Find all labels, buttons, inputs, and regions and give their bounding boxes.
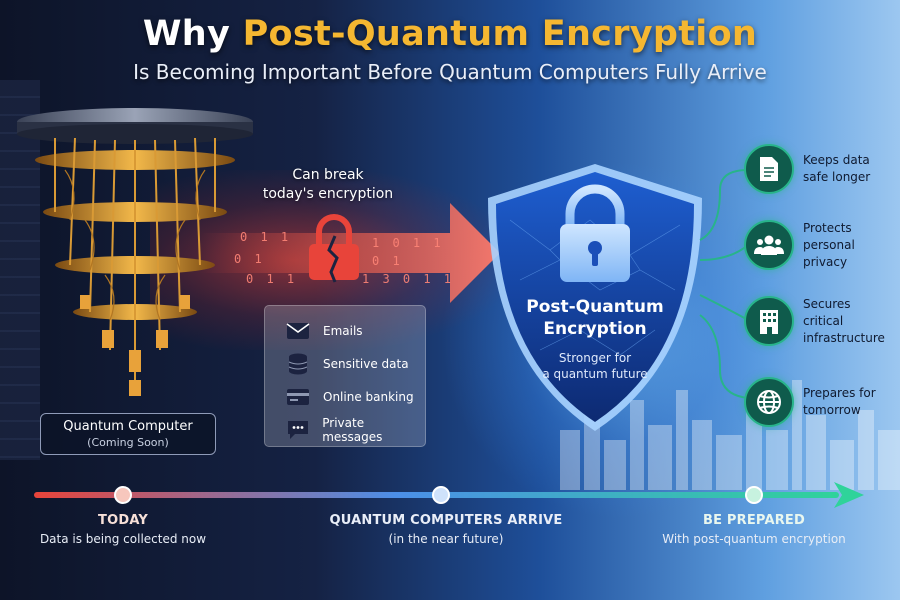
quantum-computer-status: (Coming Soon): [87, 436, 169, 449]
benefit-text: Prepares for tomorrow: [803, 385, 876, 419]
page-title: Why Post-Quantum Encryption: [0, 14, 900, 54]
database-icon: [285, 353, 311, 375]
binary-row: 0 1: [234, 252, 265, 266]
quantum-computer-title: Quantum Computer: [63, 419, 193, 434]
benefit-line2: personal privacy: [803, 237, 855, 269]
benefit-item: Protects personal privacy: [744, 216, 894, 274]
page-subtitle: Is Becoming Important Before Quantum Com…: [133, 60, 767, 84]
envelope-icon: [285, 320, 311, 342]
benefit-text: Secures critical infrastructure: [803, 296, 894, 347]
benefit-item: Prepares for tomorrow: [744, 373, 894, 431]
credit-card-icon: [285, 386, 311, 408]
title-accent: Post-Quantum Encryption: [242, 14, 758, 54]
list-item-label: Emails: [323, 323, 363, 338]
quantum-computer-label: Quantum Computer (Coming Soon): [40, 413, 216, 455]
shield-subtitle: Stronger for a quantum future: [480, 350, 710, 382]
globe-icon: [744, 377, 794, 427]
threat-text: Can break today's encryption: [258, 166, 398, 204]
benefit-text: Protects personal privacy: [803, 220, 894, 271]
chat-bubble-icon: [285, 419, 310, 441]
benefit-line1: Secures critical: [803, 296, 851, 328]
shield-title-line1: Post-Quantum: [526, 297, 664, 317]
list-item: Emails: [265, 314, 425, 347]
benefit-text: Keeps data safe longer: [803, 152, 870, 186]
document-icon: [744, 144, 794, 194]
shield-sub-line1: Stronger for: [558, 351, 632, 365]
binary-row: 0 1: [372, 254, 403, 268]
benefit-line1: Protects: [803, 220, 852, 235]
timeline-sub-arrive: (in the near future): [388, 532, 504, 546]
shield-sub-line2: a quantum future: [542, 367, 648, 381]
benefit-item: Keeps data safe longer: [744, 140, 894, 198]
benefit-line2: safe longer: [803, 170, 871, 184]
threat-text-line2: today's encryption: [262, 186, 394, 202]
benefit-line1: Prepares for: [803, 386, 876, 400]
people-icon: [744, 220, 794, 270]
title-part1: Why: [142, 14, 243, 54]
timeline-sub-prepared: With post-quantum encryption: [662, 532, 846, 546]
timeline-label-today: TODAY: [98, 513, 148, 528]
city-skyline: [560, 380, 900, 490]
benefit-line2: infrastructure: [803, 330, 885, 345]
list-item: Private messages: [265, 413, 425, 446]
building-icon: [744, 296, 794, 346]
binary-row: 1 3 0 1 1: [362, 272, 455, 286]
timeline-sub-today: Data is being collected now: [39, 532, 207, 546]
binary-row: 0 1 1: [246, 272, 298, 286]
shield-title-line2: Encryption: [543, 319, 647, 339]
benefit-line2: tomorrow: [803, 403, 861, 417]
timeline-label-arrive: QUANTUM COMPUTERS ARRIVE: [329, 513, 563, 528]
benefit-line1: Keeps data: [803, 153, 870, 167]
list-item-label: Online banking: [323, 389, 414, 404]
timeline-label-prepared: BE PREPARED: [702, 513, 805, 528]
binary-row: 1 0 1 1: [372, 236, 444, 250]
broken-lock-icon: [309, 214, 359, 283]
list-item-label: Private messages: [322, 415, 383, 444]
timeline-arrow: [34, 482, 864, 508]
binary-row: 0 1 1: [240, 230, 292, 244]
quantum-computer-illustration: [17, 108, 253, 396]
list-item-label: Sensitive data: [323, 356, 409, 371]
shield-icon: [488, 164, 702, 431]
benefit-item: Secures critical infrastructure: [744, 292, 894, 350]
vulnerable-data-list: Emails Sensitive data Online banking Pri…: [264, 305, 426, 447]
list-item: Sensitive data: [265, 347, 425, 380]
threat-text-line1: Can break: [292, 167, 364, 183]
server-rack-background: [0, 80, 40, 460]
list-item: Online banking: [265, 380, 425, 413]
shield-title: Post-Quantum Encryption: [480, 296, 710, 340]
